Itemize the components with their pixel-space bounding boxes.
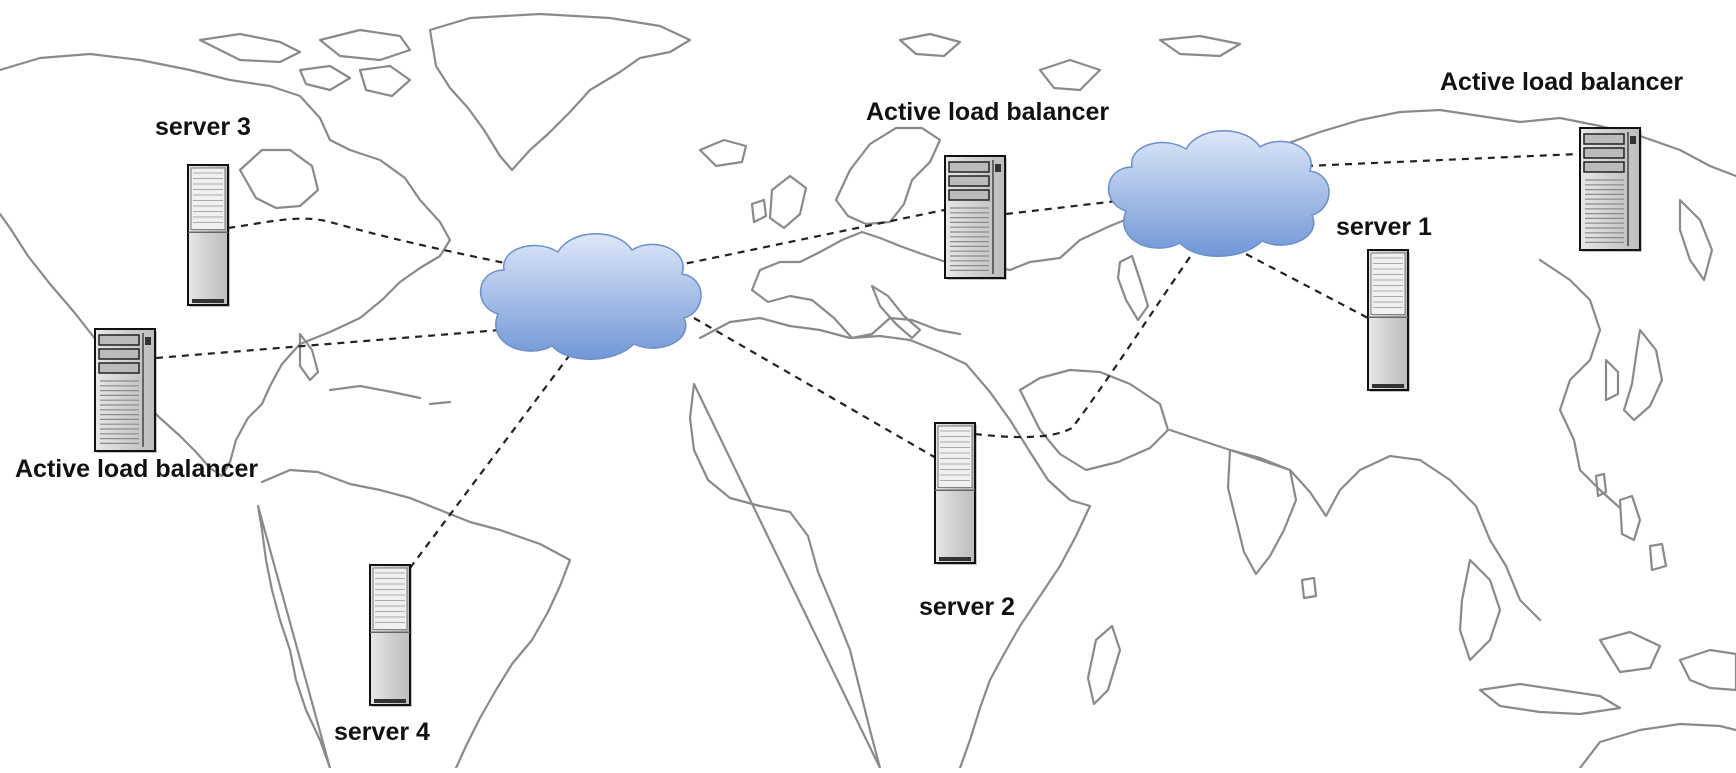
caribbean-outline (328, 384, 452, 406)
balancer-americas-rack-server-icon (94, 328, 157, 453)
cloud-east-icon (1108, 130, 1330, 257)
scandinavia-outline (834, 126, 942, 226)
link-balancer-americas-to-cloud-west (155, 328, 501, 360)
cloud-west-icon (480, 233, 702, 360)
taiwan-outline (1594, 472, 1608, 498)
balancer-americas-label: Active load balancer (15, 455, 259, 483)
balancer-europe-label: Active load balancer (866, 98, 1110, 126)
cloud-layer (480, 130, 1330, 360)
australia-outline (1578, 722, 1736, 770)
europe-outline (750, 230, 1062, 340)
link-cloud-west-to-balancer-europe (673, 208, 945, 268)
link-server-3-to-cloud-west (227, 217, 521, 268)
india-outline (1226, 448, 1298, 576)
server-layer (94, 127, 1642, 707)
link-cloud-east-to-server-1 (1245, 253, 1369, 319)
philippines-outline (1618, 494, 1668, 572)
indonesia-outline (1478, 630, 1662, 716)
africa-outline (688, 316, 1092, 770)
kamchatka-outline (1678, 198, 1714, 282)
server-1-label: server 1 (1336, 213, 1432, 241)
east-asia-coast-outline (1538, 258, 1622, 510)
new-guinea-outline (1678, 648, 1736, 692)
server-3-label: server 3 (155, 113, 251, 141)
server-1-tower-server-icon (1367, 249, 1410, 392)
arabia-outline (1018, 368, 1170, 472)
florida-outline (298, 332, 320, 382)
iceland-outline (698, 138, 748, 168)
caspian-outline (1116, 254, 1150, 322)
balancer-europe-rack-server-icon (944, 155, 1007, 280)
greenland-outline (428, 12, 692, 172)
balancer-asia-rack-server-icon (1579, 127, 1642, 252)
link-balancer-europe-to-cloud-east (1005, 198, 1127, 216)
link-server-4-to-cloud-west (409, 351, 573, 569)
link-cloud-east-to-balancer-asia (1305, 152, 1579, 168)
british-isles-outline (750, 174, 808, 230)
southeast-asia-outline (1458, 558, 1502, 662)
korea-outline (1604, 358, 1620, 402)
south-america-outline (256, 468, 572, 770)
hudson-bay-outline (238, 148, 320, 210)
balancer-asia-label: Active load balancer (1440, 68, 1684, 96)
server-4-label: server 4 (334, 718, 430, 746)
server-2-label: server 2 (919, 593, 1015, 621)
arctic-islands-outline (198, 28, 412, 98)
link-layer (155, 152, 1579, 569)
server-3-tower-server-icon (187, 164, 230, 307)
link-server-2-to-cloud-east (974, 253, 1193, 439)
server-4-tower-server-icon (369, 564, 412, 707)
svalbard-novaya-outline (898, 32, 1242, 92)
italy-outline (870, 284, 922, 340)
world-map-background (0, 12, 1736, 770)
sri-lanka-outline (1300, 576, 1318, 600)
japan-outline (1622, 328, 1664, 422)
server-2-tower-server-icon (934, 422, 977, 565)
madagascar-outline (1086, 624, 1122, 706)
